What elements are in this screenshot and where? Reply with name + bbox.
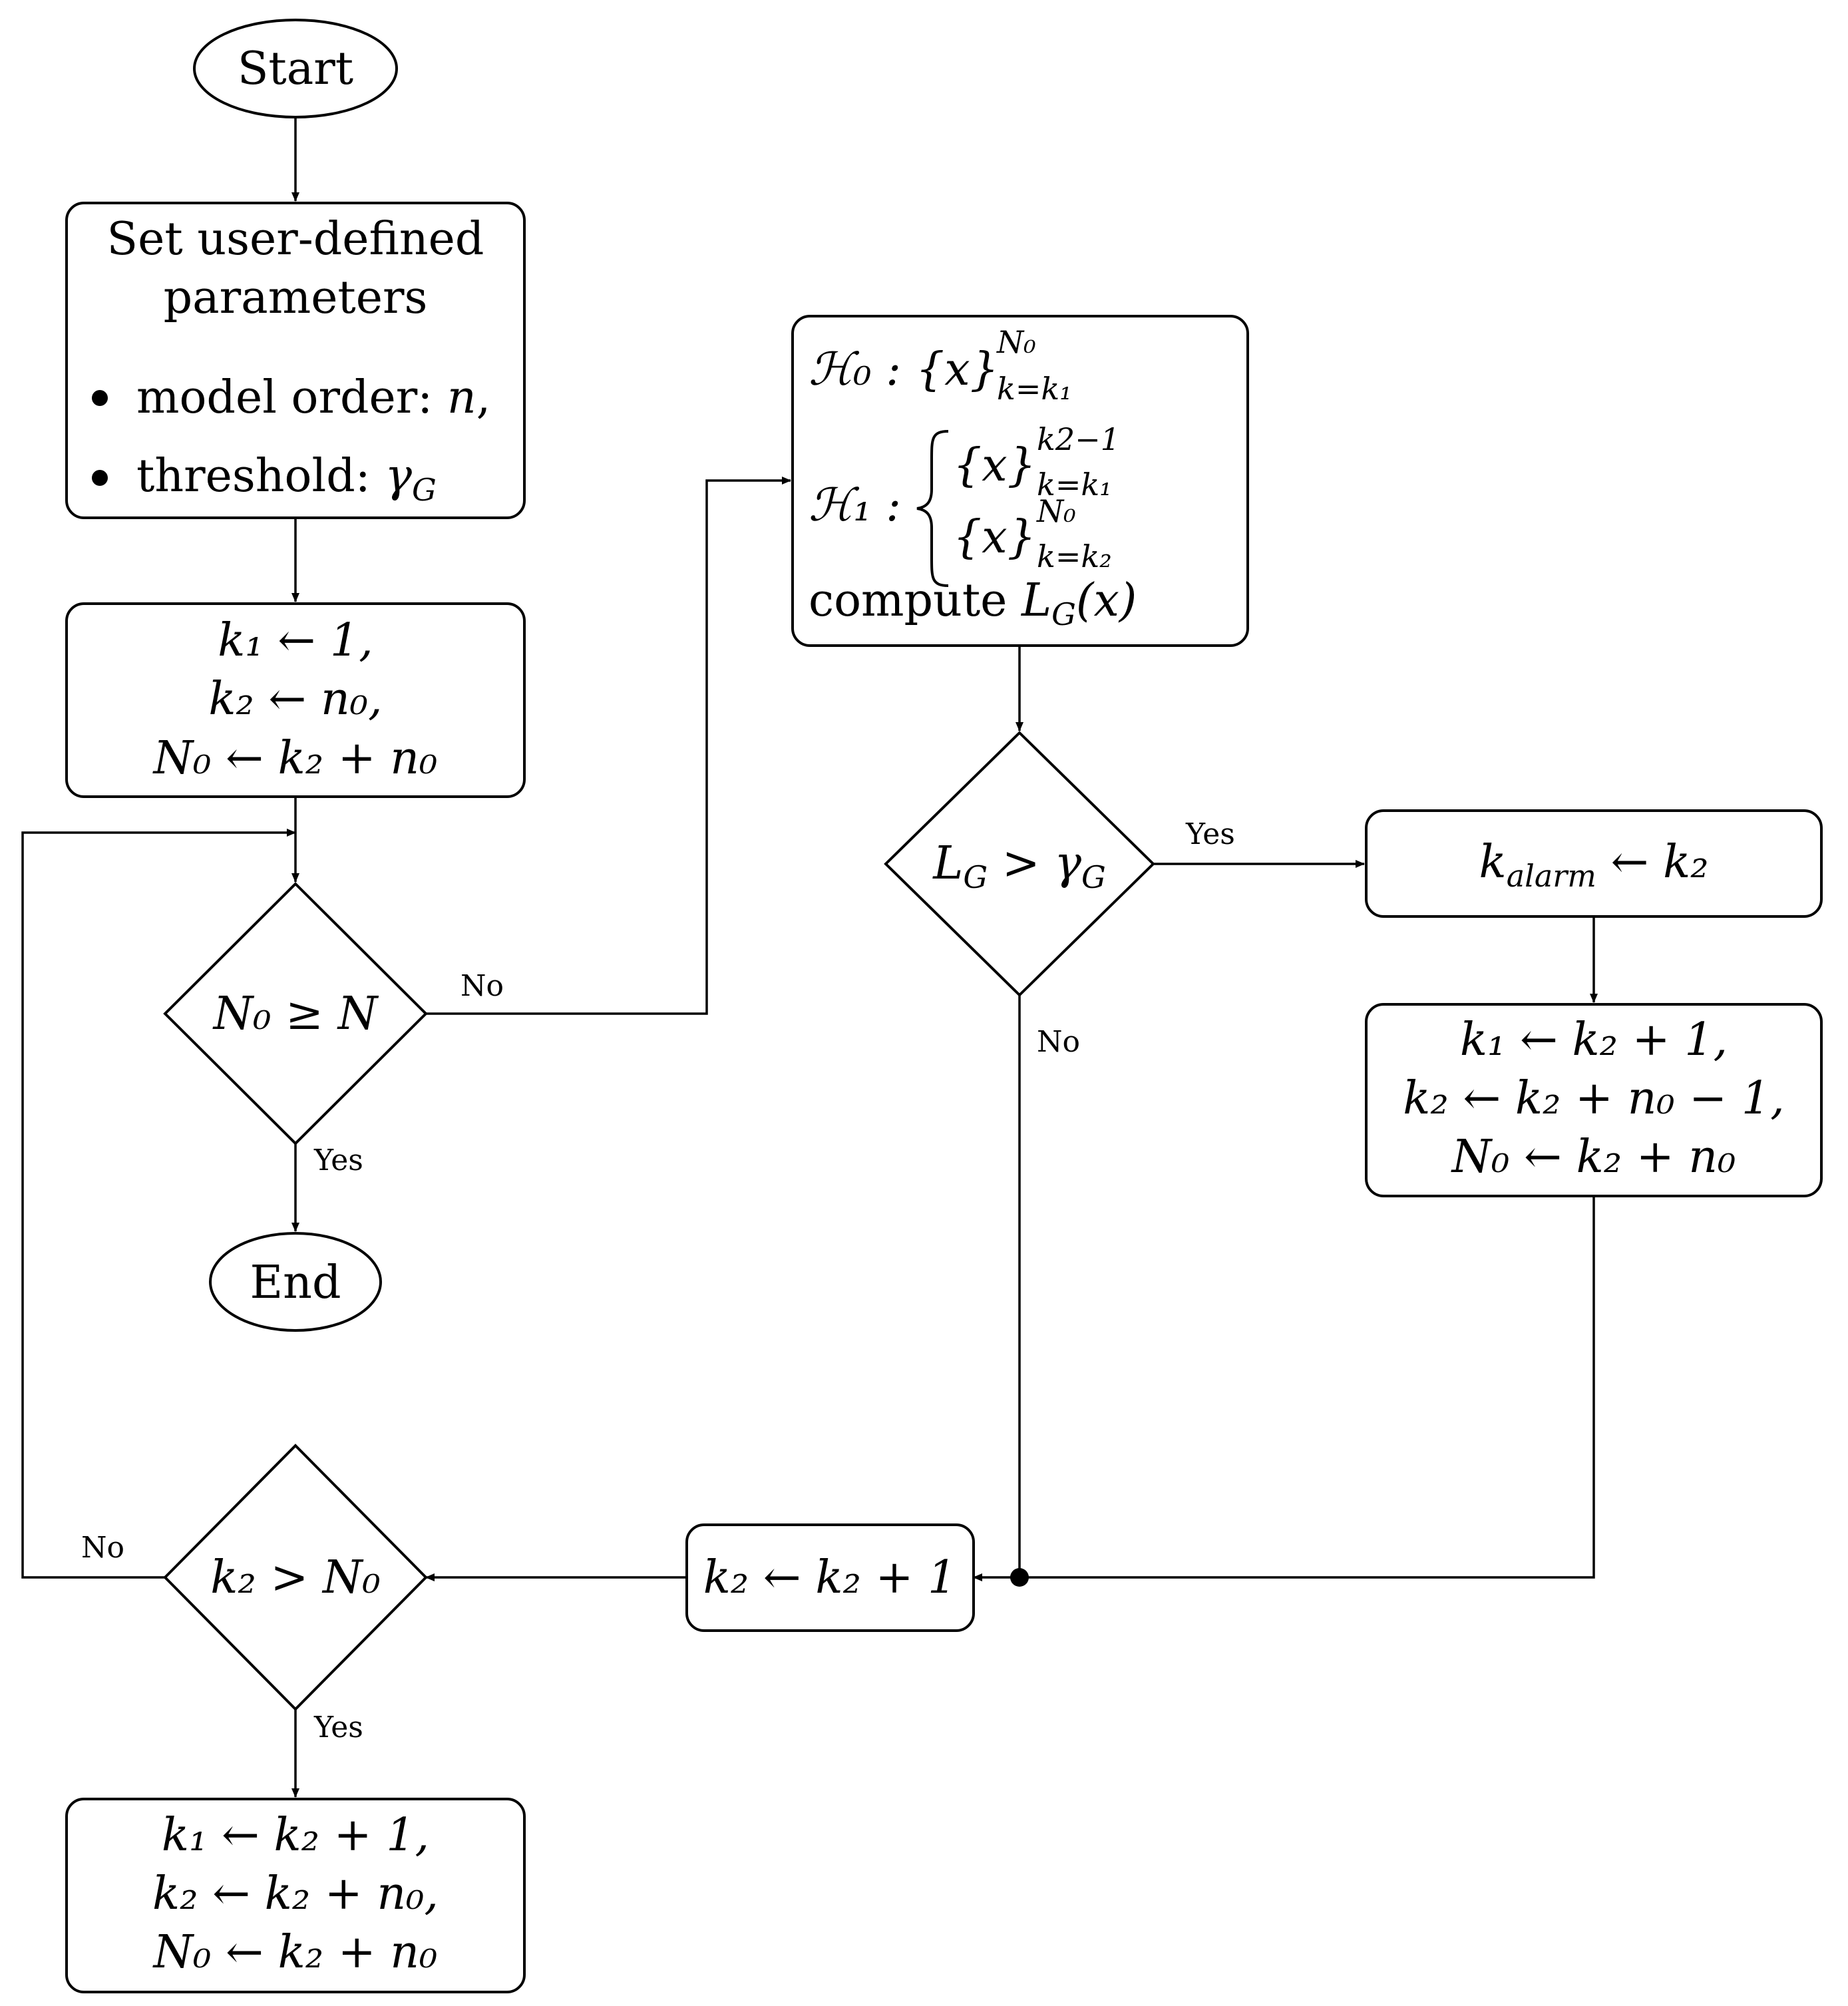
- label-n0-no: No: [461, 969, 504, 1003]
- bullet-dot-1: [92, 390, 108, 406]
- cond-lg-label: LG > γG: [932, 837, 1106, 895]
- update-final-line1: k₁ ← k₂ + 1,: [162, 1809, 429, 1862]
- h0-sub: k=k₁: [997, 371, 1072, 407]
- init-line2: k₂ ← n₀,: [208, 673, 382, 725]
- node-update-alarm: k₁ ← k₂ + 1, k₂ ← k₂ + n₀ − 1, N₀ ← k₂ +…: [1365, 1003, 1823, 1197]
- init-line1: k₁ ← 1,: [218, 614, 373, 667]
- start-label: Start: [238, 43, 353, 95]
- node-cond-lg: LG > γG: [884, 731, 1155, 997]
- params-title-line1: Set user-defined: [107, 213, 484, 266]
- edge-update-to-junction: [1019, 1196, 1595, 1579]
- init-line3: N₀ ← k₂ + n₀: [152, 732, 438, 785]
- alarm-label: kalarm ← k₂: [1479, 836, 1708, 894]
- h1-symbol: ℋ₁ :: [809, 479, 901, 532]
- node-hypotheses: ℋ₀ : {x} N₀ k=k₁ ℋ₁ : {x} k2−1 k=k₁ {x} …: [791, 315, 1249, 647]
- label-k2-yes: Yes: [313, 1710, 363, 1744]
- h1b-sub: k=k₂: [1037, 538, 1112, 574]
- junction-dot: [1010, 1568, 1029, 1587]
- h0-symbol: ℋ₀ :: [809, 343, 901, 396]
- node-update-final: k₁ ← k₂ + 1, k₂ ← k₂ + n₀, N₀ ← k₂ + n₀: [65, 1798, 526, 1993]
- h1a-set: {x}: [953, 439, 1036, 492]
- h1a-sub: k=k₁: [1037, 467, 1112, 502]
- node-end: End: [209, 1232, 382, 1332]
- params-title-line2: parameters: [164, 272, 428, 324]
- end-label: End: [250, 1257, 341, 1309]
- h1b-set: {x}: [953, 511, 1036, 564]
- update-final-line2: k₂ ← k₂ + n₀,: [152, 1868, 439, 1920]
- h1a-sup: k2−1: [1037, 421, 1120, 457]
- update-alarm-line3: N₀ ← k₂ + n₀: [1451, 1131, 1736, 1183]
- params-bullet1: model order: n,: [136, 371, 490, 424]
- cond-n0-label: N₀ ≥ N: [212, 988, 379, 1040]
- increment-label: k₂ ← k₂ + 1: [703, 1551, 957, 1604]
- node-cond-k2: k₂ > N₀: [163, 1444, 428, 1711]
- node-init: k₁ ← 1, k₂ ← n₀, N₀ ← k₂ + n₀: [65, 602, 526, 798]
- params-bullet2: threshold: γG: [136, 450, 437, 508]
- edge-k2-no-loop: [21, 829, 296, 1579]
- edge-n0-no-to-hypotheses: [426, 477, 791, 1015]
- h0-set: {x}: [916, 343, 999, 396]
- node-params: Set user-defined parameters model order:…: [65, 202, 526, 519]
- node-increment: k₂ ← k₂ + 1: [685, 1523, 975, 1632]
- cond-k2-label: k₂ > N₀: [210, 1551, 380, 1604]
- edge-labels: No Yes Yes No No Yes: [81, 817, 1235, 1744]
- label-lg-no: No: [1037, 1025, 1080, 1059]
- node-cond-n0: N₀ ≥ N: [163, 882, 428, 1145]
- bullet-dot-2: [92, 470, 108, 486]
- update-alarm-line2: k₂ ← k₂ + n₀ − 1,: [1403, 1072, 1784, 1125]
- h1-brace: [916, 430, 949, 587]
- node-start: Start: [193, 19, 398, 118]
- label-lg-yes: Yes: [1185, 817, 1235, 851]
- edges: [21, 117, 1598, 1798]
- label-n0-yes: Yes: [313, 1143, 363, 1177]
- h0-sup: N₀: [996, 324, 1036, 360]
- node-alarm: kalarm ← k₂: [1365, 809, 1823, 918]
- compute-line: compute LG(x): [809, 574, 1137, 632]
- update-final-line3: N₀ ← k₂ + n₀: [152, 1926, 438, 1979]
- h1b-sup: N₀: [1036, 493, 1076, 529]
- label-k2-no: No: [81, 1531, 124, 1565]
- update-alarm-line1: k₁ ← k₂ + 1,: [1460, 1014, 1728, 1066]
